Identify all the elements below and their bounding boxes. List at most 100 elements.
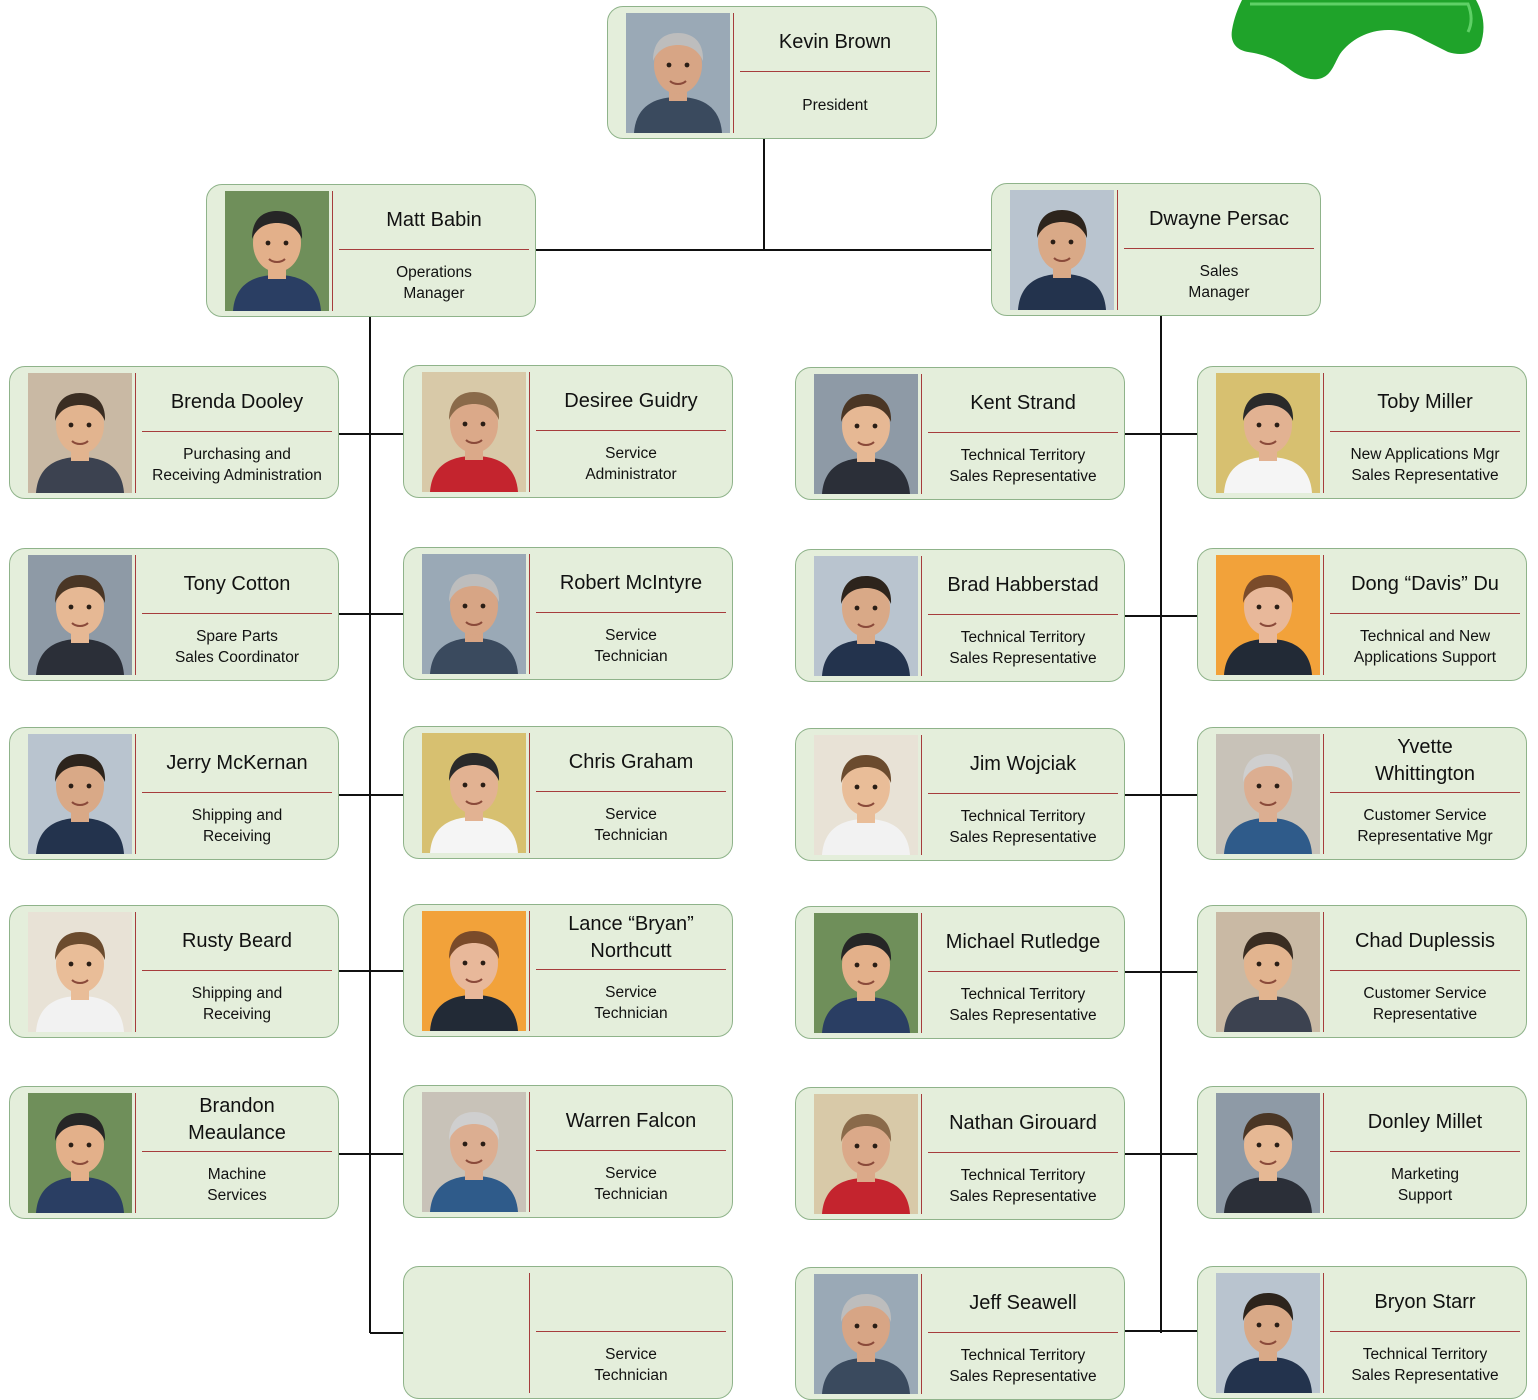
person-name: Donley Millet <box>1367 1111 1483 1133</box>
person-name: Bryon Starr <box>1374 1291 1476 1313</box>
person-name: Dwayne Persac <box>1148 208 1290 230</box>
card-divider <box>928 614 1118 615</box>
card-divider <box>928 432 1118 433</box>
photo-warren-falcon <box>422 1092 530 1212</box>
card-divider <box>142 1151 332 1152</box>
person-name <box>536 1273 726 1331</box>
card-divider <box>1330 431 1520 432</box>
photo-brenda-dooley <box>28 373 136 493</box>
card-divider <box>142 792 332 793</box>
photo-tony-cotton <box>28 555 136 675</box>
photo-brad-habberstad <box>814 556 922 676</box>
card-divider <box>536 969 726 970</box>
person-name: Michael Rutledge <box>945 931 1101 953</box>
photo-dong-davis-du <box>1216 555 1324 675</box>
person-title: President <box>802 96 868 114</box>
card-divider <box>536 1331 726 1332</box>
person-name: Robert McIntyre <box>559 572 703 594</box>
photo-kevin-brown <box>626 13 734 133</box>
card-divider <box>1330 1151 1520 1152</box>
card-divider <box>928 1152 1118 1153</box>
card-divider <box>536 612 726 613</box>
photo-yvette-whittington <box>1216 734 1324 854</box>
photo-michael-rutledge <box>814 913 922 1033</box>
card-divider <box>1124 248 1314 249</box>
card-divider <box>740 71 930 72</box>
card-divider <box>536 1150 726 1151</box>
card-divider <box>142 970 332 971</box>
card-divider <box>536 430 726 431</box>
card-divider <box>339 249 529 250</box>
person-name: Lance “Bryan”Northcutt <box>568 913 694 962</box>
card-president: Kevin Brown President <box>607 6 937 139</box>
photo-lance-bryan-northcutt <box>422 911 530 1031</box>
person-name: Warren Falcon <box>565 1110 697 1132</box>
person-name: Kent Strand <box>970 392 1076 414</box>
card-divider <box>1330 1331 1520 1332</box>
card-divider <box>928 1332 1118 1333</box>
person-name: Chad Duplessis <box>1354 930 1496 952</box>
card-divider <box>928 971 1118 972</box>
card-divider <box>142 613 332 614</box>
photo-dwayne-persac <box>1010 190 1118 310</box>
card-divider <box>536 791 726 792</box>
person-name: Dong “Davis” Du <box>1351 573 1499 595</box>
person-name: Jeff Seawell <box>969 1292 1077 1314</box>
person-name: Brad Habberstad <box>947 574 1099 596</box>
person-name: Matt Babin <box>386 209 482 231</box>
photo-kent-strand <box>814 374 922 494</box>
card-divider <box>928 793 1118 794</box>
card-divider <box>1330 613 1520 614</box>
photo-brandon-meaulance <box>28 1093 136 1213</box>
person-name: Tony Cotton <box>183 573 291 595</box>
person-name: Brenda Dooley <box>170 391 304 413</box>
person-name: Jerry McKernan <box>166 752 308 774</box>
person-name: Jim Wojciak <box>969 753 1077 775</box>
photo-rusty-beard <box>28 912 136 1032</box>
person-name: Toby Miller <box>1377 391 1473 413</box>
photo-nathan-girouard <box>814 1094 922 1214</box>
photo-chris-graham <box>422 733 530 853</box>
